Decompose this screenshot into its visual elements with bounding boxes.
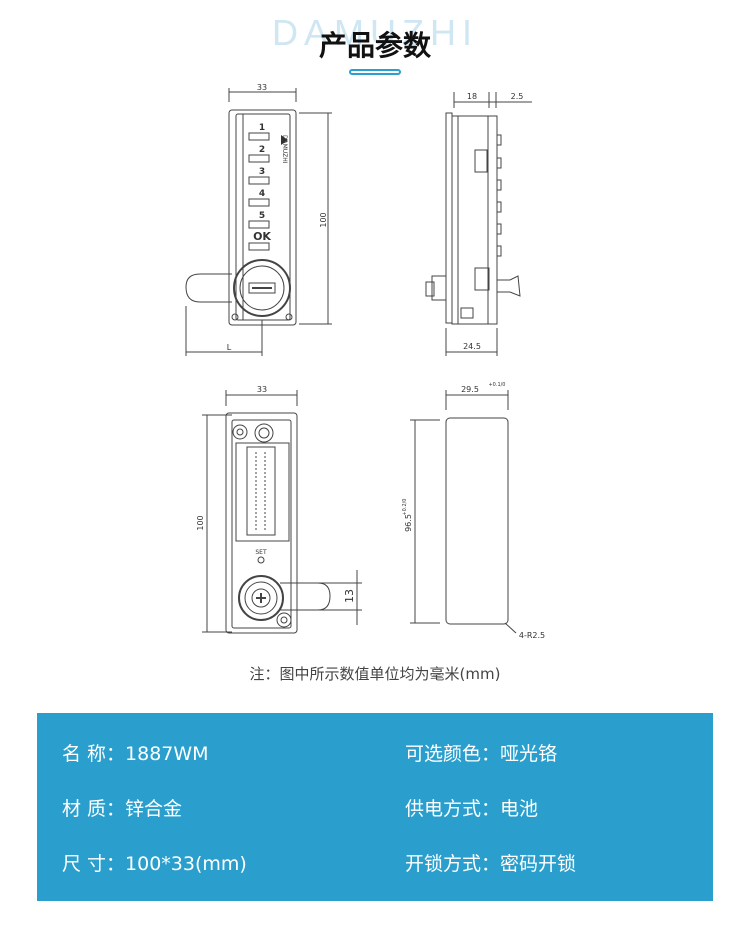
spec-material: 材 质：锌合金	[62, 794, 182, 824]
cover-width-dim: 29.5	[461, 385, 479, 394]
back-view	[202, 390, 362, 634]
spec-power-label: 供电方式：	[405, 798, 501, 820]
cover-height-dim: 96.5	[404, 514, 413, 532]
front-view	[185, 88, 332, 356]
side-dim-b: 2.5	[511, 92, 524, 101]
unit-note: 注：图中所示数值单位均为毫米(mm)	[249, 665, 501, 683]
cover-width-tol: +0.1/0	[488, 382, 505, 388]
page-title: 产品参数	[318, 29, 431, 62]
front-width-dim: 33	[257, 83, 267, 92]
spec-unlock-label: 开锁方式：	[405, 853, 501, 875]
cover-radius-dim: 4-R2.5	[519, 631, 545, 640]
spec-size: 尺 寸：100*33(mm)	[62, 849, 247, 879]
spec-panel: 名 称：1887WM 可选颜色：哑光铬 材 质：锌合金 供电方式：电池 尺 寸：…	[37, 713, 713, 901]
cover-height-tol: +0.2/0	[402, 498, 408, 515]
technical-drawing: 33 100 L 1 2 3 4 5 OK DAMUZHI 18 2.5 24.…	[185, 83, 545, 640]
title-underline	[349, 69, 401, 75]
button-label-1: 1	[259, 123, 265, 133]
button-label-4: 4	[259, 189, 265, 199]
side-dim-a: 18	[467, 92, 477, 101]
front-brand-mark: DAMUZHI	[281, 135, 288, 164]
spec-color: 可选颜色：哑光铬	[405, 739, 557, 769]
spec-name: 名 称：1887WM	[62, 739, 209, 769]
page-header: DAMUZHI 产品参数	[0, 0, 750, 90]
spec-material-value: 锌合金	[125, 798, 183, 820]
handle-length-dim: L	[227, 343, 232, 352]
spec-name-label: 名 称：	[62, 743, 126, 765]
set-label: SET	[255, 549, 267, 556]
spec-color-value: 哑光铬	[500, 743, 558, 765]
spec-power: 供电方式：电池	[405, 794, 538, 824]
brand-watermark: DAMUZHI	[272, 12, 478, 53]
spec-size-value: 100*33(mm)	[125, 853, 247, 875]
button-label-2: 2	[259, 145, 265, 155]
button-label-5: 5	[259, 211, 265, 221]
spec-unlock: 开锁方式：密码开锁	[405, 849, 576, 879]
spec-name-value: 1887WM	[125, 743, 209, 765]
front-height-dim: 100	[319, 212, 328, 227]
side-view	[425, 92, 532, 356]
button-label-3: 3	[259, 167, 265, 177]
spec-size-label: 尺 寸：	[62, 853, 126, 875]
spec-material-label: 材 质：	[62, 798, 126, 820]
spec-color-label: 可选颜色：	[405, 743, 501, 765]
back-height-dim: 100	[196, 515, 205, 530]
handle-height-dim: 13	[343, 589, 356, 603]
side-depth-dim: 24.5	[463, 342, 481, 351]
spec-unlock-value: 密码开锁	[500, 853, 577, 875]
cover-view	[410, 390, 517, 634]
button-label-ok: OK	[253, 230, 271, 243]
spec-power-value: 电池	[500, 798, 539, 820]
back-width-dim: 33	[257, 385, 267, 394]
